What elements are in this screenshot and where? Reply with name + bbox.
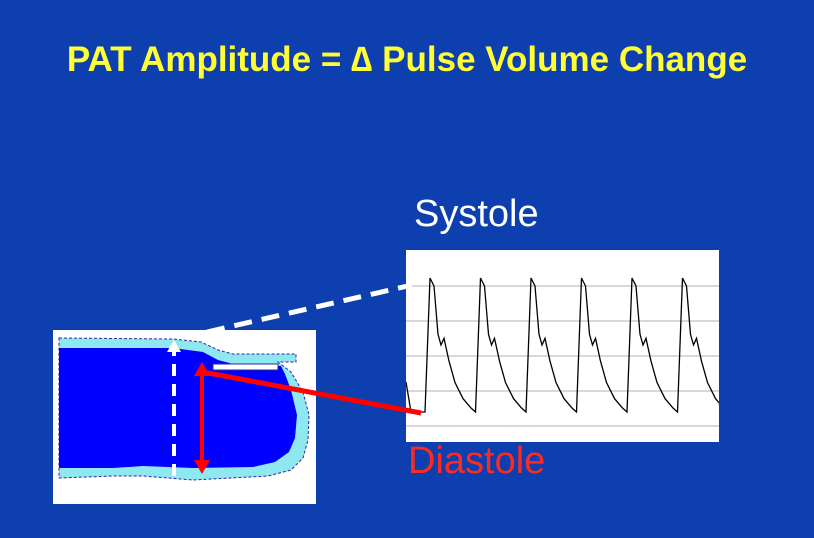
systole-connector-dashed xyxy=(206,282,413,335)
waveform-gridlines xyxy=(406,285,719,427)
pulse-waveform-panel xyxy=(406,250,719,442)
diastole-label: Diastole xyxy=(408,440,546,482)
white-arrow-head-top xyxy=(167,340,181,352)
red-arrow-head-bottom xyxy=(194,460,210,474)
finger-probe-panel xyxy=(53,330,316,504)
pulse-trace xyxy=(406,277,719,414)
systole-label: Systole xyxy=(414,193,539,235)
finger-nail xyxy=(212,363,279,371)
white-arrow-head-bottom xyxy=(167,480,181,492)
slide-title: PAT Amplitude = ∆ Pulse Volume Change xyxy=(66,40,748,79)
